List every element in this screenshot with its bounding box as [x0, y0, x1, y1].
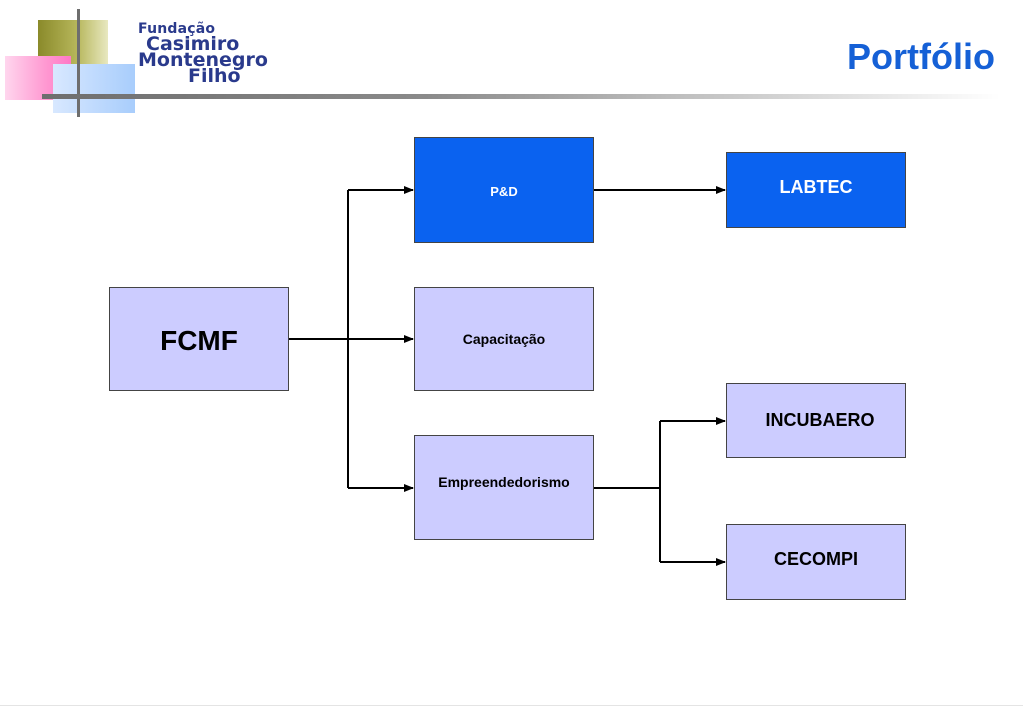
- header-divider: [42, 94, 1000, 99]
- logo-line-4: Filho: [188, 65, 241, 87]
- logo-line-1: Fundação: [138, 21, 216, 37]
- logo-line-2: Casimiro: [146, 33, 240, 55]
- node-cecompi: CECOMPI: [726, 524, 906, 600]
- decor-vertical-line: [77, 9, 80, 117]
- foundation-logo: Fundação Casimiro Montenegro Filho: [138, 22, 268, 86]
- node-labtec: LABTEC: [726, 152, 906, 228]
- node-fcmf: FCMF: [109, 287, 289, 391]
- node-incubaero: INCUBAERO: [726, 383, 906, 458]
- node-pd: P&D: [414, 137, 594, 243]
- node-capacitacao: Capacitação: [414, 287, 594, 391]
- page-title: Portfólio: [847, 36, 995, 77]
- logo-line-3: Montenegro: [138, 49, 268, 71]
- node-empreendedorismo: Empreendedorismo: [414, 435, 594, 540]
- decor-blue-square: [53, 64, 135, 113]
- footer-divider: [0, 705, 1023, 706]
